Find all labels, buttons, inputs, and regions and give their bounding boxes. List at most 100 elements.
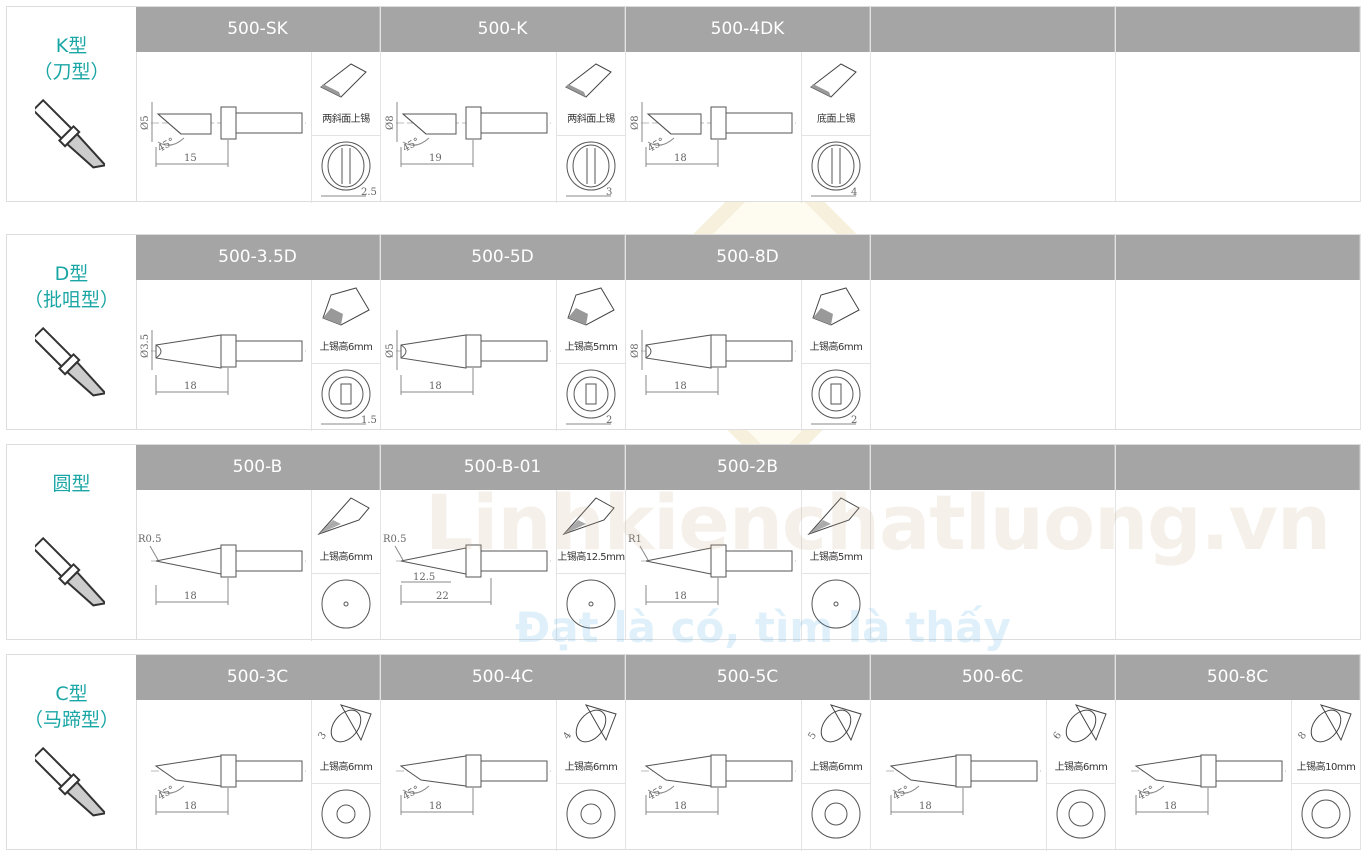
radius-label: R0.5 [383,534,406,545]
length-label: 15 [184,153,197,164]
category-subtitle: （马蹄型） [23,709,119,731]
end-view-drawing: 2 [556,364,626,431]
length-label: 18 [184,801,197,812]
tip-card[interactable]: 500-3C 45°18 3 上锡高6mm [136,655,381,851]
tip-3d-view: 两斜面上锡 [556,52,626,136]
length-label: 18 [674,801,687,812]
side-view-drawing: Ø5 45° 15 [136,52,312,203]
length-label: 19 [429,153,442,164]
diameter-label: Ø5 [140,115,151,130]
tip-3d-view: 3 上锡高6mm [311,700,381,784]
tip-model: 500-4DK [626,7,870,52]
radius-label: R1 [628,534,642,545]
category-title: D型 [54,263,89,285]
end-view-drawing: 2 [801,364,871,431]
end-view-drawing: 2.5 [311,136,381,203]
tinned-surface-icon: 3 [316,704,372,743]
angle-label: 45° [891,784,912,802]
empty-cell [1116,7,1361,201]
angle-label: 45° [156,136,177,154]
tip-3d-view: 上锡高6mm [311,490,381,574]
tip-illustration-icon [35,746,105,817]
tip-model: 500-5C [626,655,870,700]
tip-card[interactable]: 500-6C 45°18 6 上锡高6mm [871,655,1116,851]
tip-model: 500-3C [136,655,380,700]
end-width-label: 2 [606,415,612,426]
tinning-caption: 上锡高5mm [564,342,618,353]
length-label: 18 [1164,801,1177,812]
tinned-surface-icon [317,497,370,536]
side-view-drawing: Ø3.5 18 [136,280,312,431]
category-label: 圆型 [7,445,137,639]
tinning-caption: 上锡高6mm [319,552,373,563]
face-size-label: 3 [316,730,329,742]
empty-cell [871,235,1116,429]
watermark-slogan: Đạt là có, tìm là thấy [515,603,1011,652]
tip-row-c: C型 （马蹄型） 500-3C 45°18 3 上锡高6mm 500-4C 45… [6,654,1361,851]
tinning-caption: 上锡高6mm [319,342,373,353]
tip-3d-view: 上锡高6mm [311,280,381,364]
category-label: C型 （马蹄型） [7,655,137,849]
side-view-drawing: 45°18 [1116,700,1292,851]
tip-3d-view: 上锡高6mm [801,280,871,364]
tip-3d-view: 上锡高12.5mm [556,490,626,574]
diameter-label: Ø3.5 [140,334,151,358]
tip-model: 500-2B [626,445,870,490]
face-size-label: 4 [561,730,574,742]
tip-card[interactable]: 500-5C 45°18 5 上锡高6mm [626,655,871,851]
empty-cell [1116,445,1361,639]
diameter-label: Ø8 [385,115,396,130]
tinned-surface-icon [810,63,857,98]
face-size-label: 5 [806,730,819,742]
angle-label: 45° [646,136,667,154]
length-label: 22 [436,591,449,602]
side-view-drawing: 45°18 [626,700,802,851]
angle-label: 45° [401,784,422,802]
end-width-label: 2 [851,415,857,426]
category-title: C型 [55,683,88,705]
tip-card[interactable]: 500-8C 45°18 8 上锡高10mm [1116,655,1361,851]
tinned-surface-icon: 8 [1296,704,1352,743]
tip-model: 500-8D [626,235,870,280]
end-view-drawing [311,784,381,851]
empty-cell [871,7,1116,201]
tip-illustration-icon [35,98,105,169]
tinning-caption: 上锡高10mm [1296,762,1356,773]
tip-3d-view: 上锡高5mm [801,490,871,574]
length-label: 18 [184,381,197,392]
length-label: 18 [429,801,442,812]
category-subtitle: （刀型） [33,61,110,83]
tip-model: 500-B-01 [381,445,625,490]
tip-card[interactable]: 500-4C 45°18 4 上锡高6mm [381,655,626,851]
tip-3d-view: 两斜面上锡 [311,52,381,136]
angle-label: 45° [401,136,422,154]
end-view-drawing [1046,784,1116,851]
tinning-caption: 上锡高12.5mm [557,552,625,563]
length2-label: 12.5 [413,572,435,583]
length-label: 18 [429,381,442,392]
tinned-surface-icon [320,63,367,98]
tinning-caption: 上锡高6mm [319,762,373,773]
category-title: K型 [55,35,88,57]
end-view-drawing [311,574,381,641]
end-view-drawing [801,574,871,641]
end-view-drawing: 4 [801,136,871,203]
length-label: 18 [184,591,197,602]
